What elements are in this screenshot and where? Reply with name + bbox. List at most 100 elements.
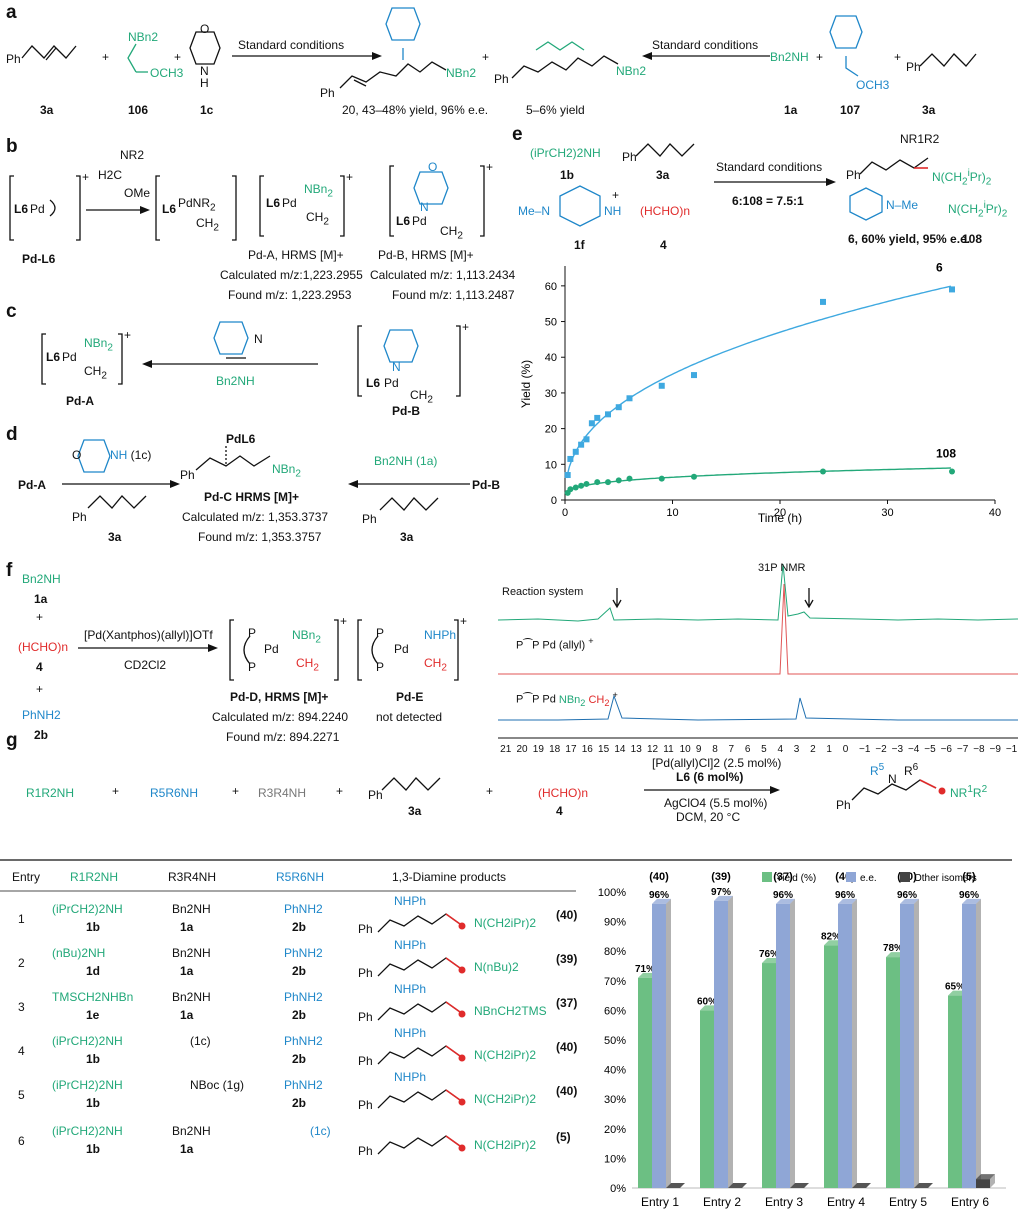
product-ph-label: Ph [358, 1010, 373, 1024]
reagent-r5r6nh: R5R6NH [150, 786, 199, 800]
diamine-product-structure [377, 1135, 466, 1155]
nmr-axis-tick-label: 1 [826, 744, 832, 755]
data-point-6 [588, 420, 595, 427]
ph-label: Ph [362, 512, 377, 526]
reagent-r1r2nh: R1R2NH [26, 786, 75, 800]
data-point-108 [820, 468, 826, 475]
nmr-axis-tick-label: 10 [679, 744, 691, 755]
bar-value-label: 96% [649, 890, 669, 901]
table-cell-r1r2nh: (iPrCH2)2NH [52, 1034, 123, 1048]
l6-label: L6 [14, 202, 29, 216]
product-amine-label: NBnCH2TMS [474, 1004, 547, 1018]
charge-plus: + [82, 170, 90, 184]
panel-e-structures [559, 143, 929, 227]
data-point-108 [626, 475, 633, 482]
bar-ee [900, 903, 914, 1188]
plus-sign: + [232, 784, 240, 798]
reagent-hcho: (HCHO)n [18, 640, 68, 654]
legend-swatch [900, 872, 910, 882]
hcho-label: (HCHO)n [640, 204, 690, 218]
table-cell-r5r6nh-code: 2b [292, 1052, 307, 1066]
legend-swatch [762, 872, 772, 882]
table-cell-r3r4nh: Bn2NH [172, 1124, 211, 1138]
compound-label-1a: 1a [34, 592, 48, 606]
bar-group-top-label: (5) [962, 871, 976, 883]
bar-side-face [914, 898, 919, 1188]
charge-plus: + [340, 614, 348, 628]
reagent-1b: (iPrCH2)2NH [530, 146, 601, 160]
pd-label: Pd [62, 350, 77, 364]
bar-top-face [776, 898, 795, 904]
charge-plus: + [124, 328, 132, 342]
product-minor-caption: 5–6% yield [526, 103, 585, 117]
table-cell-r1r2nh-code: 1e [86, 1008, 100, 1022]
nmr-axis-tick-label: −9 [989, 744, 1001, 755]
table-header-r1r2nh: R1R2NH [70, 870, 119, 884]
n-ch2ipr2-label: N(CH2iPr)2 [948, 200, 1008, 220]
table-cell-r3r4nh-code: 1a [180, 964, 194, 978]
p-label: P [376, 660, 385, 674]
bar-value-label: 60% [697, 996, 717, 1007]
pdl6-label: PdL6 [226, 432, 256, 446]
diamine-product-structure [377, 1045, 466, 1065]
h-label: H [200, 76, 209, 90]
table-cell-r1r2nh: (nBu)2NH [52, 946, 106, 960]
data-point-108 [567, 486, 574, 493]
catalyst-line-4: DCM, 20 °C [676, 810, 741, 824]
ph-label: Ph [320, 86, 335, 100]
nmr-axis-tick-label: 21 [500, 744, 512, 755]
r5-label: R5 [870, 762, 885, 778]
bar-group-top-label: (37) [773, 871, 793, 883]
compound-label-3a: 3a [656, 168, 670, 182]
bar-ee [962, 903, 976, 1188]
charge-plus: + [346, 170, 354, 184]
n-ch2ipr2-label: N(CH2iPr)2 [932, 168, 992, 188]
product-amine-label: N(nBu)2 [474, 960, 519, 974]
l6-label: L6 [46, 350, 61, 364]
table-cell-r5r6nh-code: 2b [292, 920, 307, 934]
y-tick-label: 50 [545, 317, 557, 329]
plus-sign: + [336, 784, 344, 798]
reagent-h2c: H2C [98, 168, 123, 182]
table-cell-r1r2nh-code: 1b [86, 1142, 101, 1156]
pd-d-found: Found m/z: 894.2271 [226, 730, 340, 744]
catalyst-line-3: AgClO4 (5.5 mol%) [664, 796, 768, 810]
nhph-label: NHPh [424, 628, 457, 642]
diamine-bar-chart: 0%10%20%30%40%50%60%70%80%90%100% 71%96%… [598, 871, 1006, 1209]
nmr-axis-tick-label: 17 [565, 744, 577, 755]
product-20-caption: 20, 43–48% yield, 96% e.e. [342, 103, 489, 117]
p-label: P [248, 660, 257, 674]
nr1r2-label: NR1R2 [950, 784, 988, 800]
nmr-axis-tick-label: 12 [646, 744, 659, 755]
nmr-axis-tick-label: 2 [810, 744, 816, 755]
plus-sign: + [112, 784, 120, 798]
compound-label-4: 4 [36, 660, 43, 674]
condition-label-left: Standard conditions [238, 38, 345, 52]
table-cell-entry: 1 [18, 912, 25, 926]
pd-b-label: Pd-B [392, 404, 420, 418]
x-tick-label: Entry 3 [765, 1195, 803, 1209]
product-ph-label: Ph [358, 966, 373, 980]
spectrum-pd-d [498, 694, 1018, 721]
table-cell-r1r2nh-code: 1b [86, 1052, 101, 1066]
amine-1c-label: NH (1c) [110, 448, 152, 462]
plus-sign: + [174, 50, 182, 64]
plus-sign: + [894, 50, 902, 64]
table-cell-entry: 3 [18, 1000, 25, 1014]
bar-ee [652, 903, 666, 1188]
product-number-label: (40) [556, 908, 578, 922]
bar-group-top-label: (39) [711, 871, 731, 883]
y-tick-label: 0 [551, 495, 557, 507]
o-label: O [72, 448, 82, 462]
panel-d-structures [62, 439, 470, 511]
pd-d-structure-label: P⁀P Pd NBn2 CH2 + [516, 690, 618, 708]
x-tick-label: 0 [562, 507, 568, 519]
y-tick-label: 60 [545, 281, 557, 293]
product-number-label: (39) [556, 952, 578, 966]
product-108-caption: 108 [962, 232, 983, 246]
ph-label: Ph [180, 468, 195, 482]
ph-label: Ph [846, 168, 861, 182]
legend-label: Yield (%) [776, 873, 816, 884]
och3-label: OCH3 [856, 78, 890, 92]
product-number-label: (5) [556, 1130, 571, 1144]
